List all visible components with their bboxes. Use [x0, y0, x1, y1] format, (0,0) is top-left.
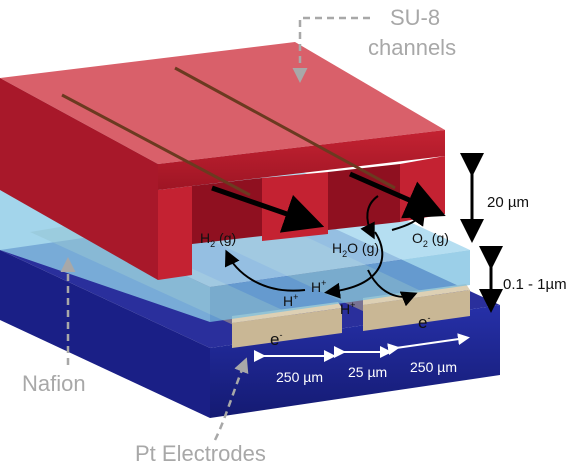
- h2o-label: H2O (g): [332, 240, 379, 259]
- reaction-arrows: [224, 195, 426, 307]
- channel-cavity-right: [328, 164, 400, 230]
- flow-arrow-right: [348, 171, 446, 219]
- h2o-to-proton-arrow: [324, 231, 384, 299]
- su8-channels: [0, 42, 446, 280]
- electrode-width-label-right: 250 µm: [410, 359, 457, 375]
- proton-label-3: H+: [340, 300, 355, 317]
- h2o-to-electron-arrow: [367, 269, 418, 307]
- channel-height-label: 20 µm: [487, 194, 529, 211]
- su8-wall-1: [158, 186, 192, 280]
- su8-front-slab: [158, 130, 445, 190]
- electrode-width-label-left: 250 µm: [276, 369, 323, 385]
- su8-label-line1: SU-8: [390, 5, 440, 30]
- proton-label-1: H+: [311, 278, 326, 295]
- electrode-left: [232, 308, 342, 348]
- electrode-left-top: [232, 302, 342, 323]
- flow-arrow-left: [211, 185, 325, 233]
- su8-wall-3: [400, 156, 445, 222]
- channel-line-2: [174, 66, 396, 190]
- h2-label: H2 (g): [200, 230, 236, 249]
- electrode-right: [363, 290, 470, 331]
- channel-line-1: [61, 93, 251, 197]
- nafion-label: Nafion: [22, 371, 86, 396]
- nafion-left-face: [0, 190, 210, 322]
- substrate-left-face: [0, 250, 210, 418]
- pt-electrodes-label: Pt Electrodes: [135, 441, 266, 466]
- proton-label-2: H+: [283, 292, 298, 309]
- h2o-to-o2-arrow: [391, 209, 426, 231]
- callout-lines: [60, 16, 370, 441]
- electron-label-left: e-: [270, 330, 282, 349]
- electron-label-right: e-: [418, 313, 430, 332]
- su8-top: [0, 42, 445, 164]
- su8-left-face: [0, 78, 158, 280]
- o2-label: O2 (g): [412, 230, 449, 249]
- su8-label-line2: channels: [368, 35, 456, 60]
- gap-width-label: 25 µm: [348, 364, 387, 380]
- su8-callout-line: [292, 16, 370, 83]
- nafion-thickness-label: 0.1 - 1µm: [503, 276, 567, 293]
- pt-callout-line: [213, 357, 249, 441]
- channel-to-h2o-arrow: [360, 195, 379, 240]
- channel-cavity-left: [192, 178, 262, 244]
- dimension-markers: [254, 153, 503, 362]
- electrode-width-arrow-right: [387, 333, 470, 356]
- proton-to-h2-arrow: [224, 249, 306, 292]
